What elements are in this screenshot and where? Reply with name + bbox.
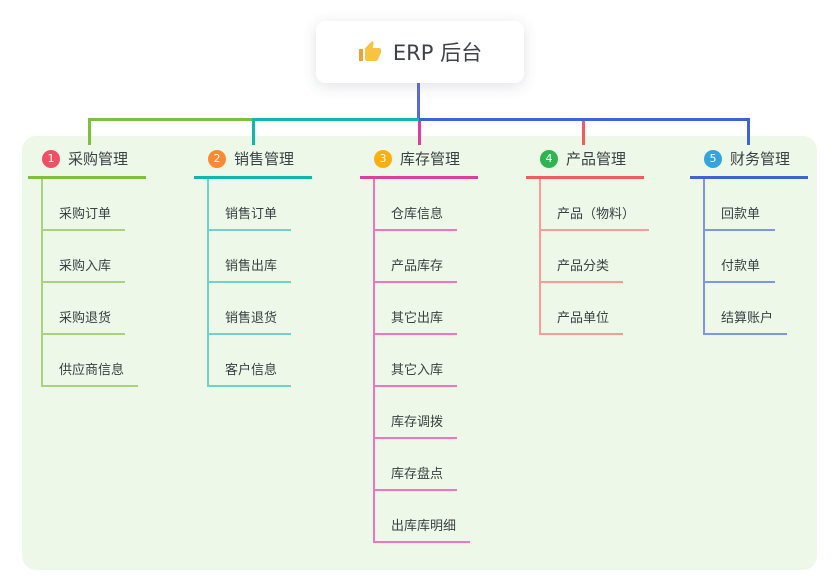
branch-title: 采购管理 [68, 150, 129, 168]
child-node[interactable]: 销售退货 [209, 283, 292, 335]
branch-children: 回款单 付款单 结算账户 [703, 179, 808, 335]
branch-finance: 5 财务管理 回款单 付款单 结算账户 [690, 148, 809, 335]
child-node[interactable]: 采购订单 [43, 179, 126, 231]
branch-title: 库存管理 [400, 150, 461, 168]
child-node[interactable]: 产品库存 [375, 231, 458, 283]
root-title: ERP 后台 [392, 41, 483, 65]
connector-bus-green [88, 118, 253, 121]
child-node[interactable]: 产品单位 [541, 283, 624, 335]
connector-drop-1 [88, 118, 91, 145]
branch-title: 财务管理 [730, 150, 791, 168]
child-node[interactable]: 供应商信息 [43, 335, 139, 387]
branch-sales: 2 销售管理 销售订单 销售出库 销售退货 客户信息 [194, 148, 313, 387]
child-node[interactable]: 采购退货 [43, 283, 126, 335]
child-node[interactable]: 销售出库 [209, 231, 292, 283]
child-node[interactable]: 出库库明细 [375, 491, 471, 543]
child-node[interactable]: 销售订单 [209, 179, 292, 231]
branch-children: 销售订单 销售出库 销售退货 客户信息 [207, 179, 312, 387]
branch-purchase: 1 采购管理 采购订单 采购入库 采购退货 供应商信息 [28, 148, 147, 387]
child-node[interactable]: 付款单 [705, 231, 775, 283]
connector-drop-4 [582, 121, 585, 145]
connector-drop-5 [747, 118, 750, 145]
child-node[interactable]: 客户信息 [209, 335, 292, 387]
branch-node-inventory[interactable]: 3 库存管理 [360, 148, 479, 179]
badge-3: 3 [374, 149, 392, 168]
branches-panel [22, 136, 817, 570]
branch-inventory: 3 库存管理 仓库信息 产品库存 其它出库 其它入库 库存调拨 库存盘点 出库库… [360, 148, 479, 543]
branch-children: 采购订单 采购入库 采购退货 供应商信息 [41, 179, 146, 387]
badge-1: 1 [42, 149, 60, 168]
connector-drop-3 [418, 121, 421, 145]
branch-children: 仓库信息 产品库存 其它出库 其它入库 库存调拨 库存盘点 出库库明细 [373, 179, 478, 543]
child-node[interactable]: 回款单 [705, 179, 775, 231]
connector-bus-teal [252, 118, 419, 121]
branch-node-purchase[interactable]: 1 采购管理 [28, 148, 147, 179]
root-node[interactable]: ERP 后台 [316, 21, 524, 83]
child-node[interactable]: 仓库信息 [375, 179, 458, 231]
child-node[interactable]: 结算账户 [705, 283, 788, 335]
branch-node-finance[interactable]: 5 财务管理 [690, 148, 809, 179]
child-node[interactable]: 产品分类 [541, 231, 624, 283]
badge-4: 4 [540, 149, 558, 168]
branch-node-product[interactable]: 4 产品管理 [526, 148, 645, 179]
badge-5: 5 [704, 149, 722, 168]
branch-title: 销售管理 [234, 150, 295, 168]
thumbs-up-icon [358, 41, 381, 61]
connector-trunk [417, 83, 420, 121]
branch-product: 4 产品管理 产品（物料） 产品分类 产品单位 [526, 148, 650, 335]
child-node[interactable]: 采购入库 [43, 231, 126, 283]
branch-node-sales[interactable]: 2 销售管理 [194, 148, 313, 179]
child-node[interactable]: 产品（物料） [541, 179, 650, 231]
child-node[interactable]: 库存盘点 [375, 439, 458, 491]
branch-title: 产品管理 [566, 150, 627, 168]
badge-2: 2 [208, 149, 226, 168]
connector-drop-2 [252, 118, 255, 145]
branch-children: 产品（物料） 产品分类 产品单位 [539, 179, 650, 335]
child-node[interactable]: 其它出库 [375, 283, 458, 335]
connector-bus-blue [419, 118, 750, 121]
child-node[interactable]: 其它入库 [375, 335, 458, 387]
child-node[interactable]: 库存调拨 [375, 387, 458, 439]
